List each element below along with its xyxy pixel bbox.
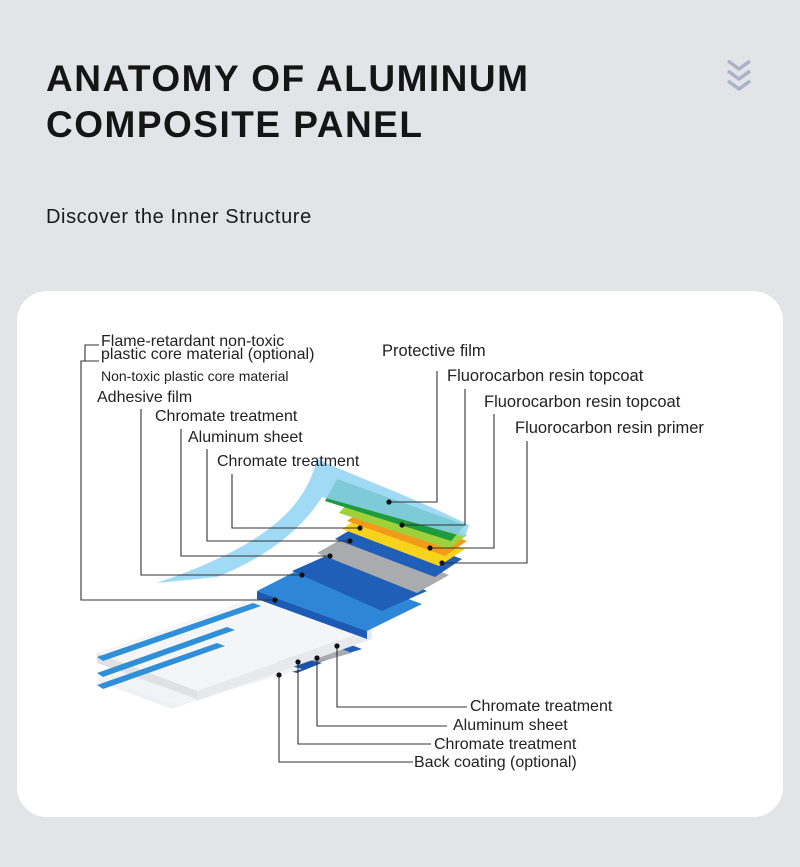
adhesive-film-layer [257,563,422,631]
protective-film-layer [157,459,469,583]
leader-chromate-bottom-2 [297,662,431,745]
dot-aluminum-top [347,538,353,544]
label-adhesive-film: Adhesive film [97,389,193,406]
dot-chromate-top-2 [357,525,363,531]
leader-primer [442,441,528,564]
adhesive-stripe-2 [97,627,235,677]
dot-aluminum-bottom [314,655,320,661]
label-primer: Fluorocarbon resin primer [515,419,704,437]
label-chromate-bottom-2: Chromate treatment [434,736,577,753]
page-title: ANATOMY OF ALUMINUM COMPOSITE PANEL [46,56,529,148]
leader-aluminum-top [206,449,350,542]
leader-flame-core [84,344,99,362]
upper-layers [157,459,469,639]
upper-aluminum-block [292,551,427,611]
label-topcoat-1: Fluorocarbon resin topcoat [447,367,644,385]
leader-chromate-bottom-1 [336,646,467,708]
page-subtitle: Discover the Inner Structure [46,206,312,228]
upper-aluminum-face [257,591,367,639]
label-flame-core-line1: Flame-retardant non-toxic [101,333,285,350]
leader-topcoat-1 [402,389,466,526]
label-chromate-top-1: Chromate treatment [155,408,298,425]
dot-adhesive-film [299,572,305,578]
leader-lines [80,344,528,763]
label-nontoxic-core: Non-toxic plastic core material [101,368,289,384]
leader-adhesive-film [140,409,302,576]
leader-protective-film [389,371,438,503]
label-aluminum-bottom: Aluminum sheet [453,717,568,734]
dot-topcoat-2 [427,545,433,551]
panel-diagram [80,344,528,763]
label-flame-core-line2: plastic core material (optional) [101,346,315,363]
double-chevron-down-icon[interactable] [725,58,753,92]
leader-topcoat-2 [430,414,495,549]
adhesive-stripe-3 [97,643,225,689]
dot-chromate-top-1 [327,553,333,559]
label-protective-film: Protective film [382,342,486,360]
leader-chromate-top-2 [231,474,360,529]
dot-nontoxic-core [272,597,278,603]
leader-nontoxic-core [80,360,275,601]
leader-chromate-top-1 [180,429,330,557]
label-aluminum-top: Aluminum sheet [188,429,303,446]
chromate-gray-layer [317,536,449,593]
dot-protective-film [386,499,392,505]
dot-back-coating [276,672,282,678]
adhesive-stripe-1 [97,603,261,661]
dot-chromate-bottom-2 [295,659,301,665]
title-line-1: ANATOMY OF ALUMINUM [46,58,530,99]
diagram-card: Flame-retardant non-toxic plastic core m… [17,291,783,817]
dot-chromate-bottom-1 [334,643,340,649]
label-topcoat-2: Fluorocarbon resin topcoat [484,393,681,411]
label-chromate-top-2: Chromate treatment [217,453,360,470]
leader-aluminum-bottom [316,658,447,727]
core-side [197,629,372,701]
core-layers [97,591,372,701]
label-back-coating: Back coating (optional) [414,754,577,771]
leader-back-coating [278,675,413,763]
dot-topcoat-1 [399,522,405,528]
title-line-2: COMPOSITE PANEL [46,104,424,145]
leader-dots [272,499,445,678]
dot-primer [439,560,445,566]
label-chromate-bottom-1: Chromate treatment [470,698,613,715]
